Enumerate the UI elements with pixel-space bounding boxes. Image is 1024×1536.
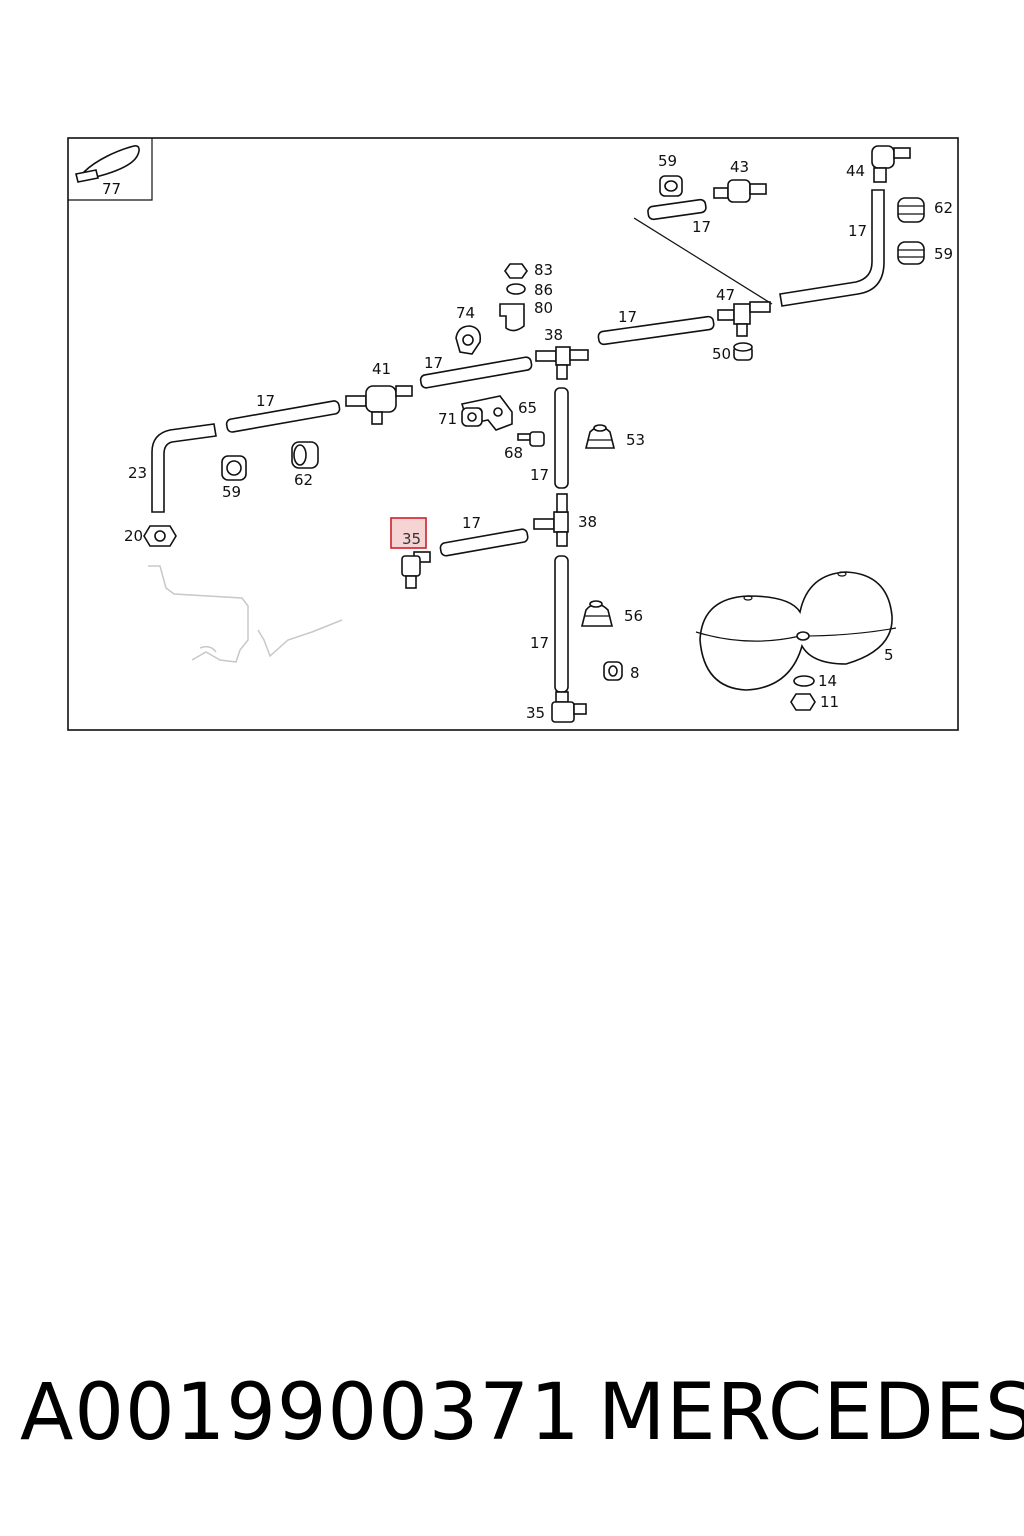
callout-74: 74 <box>456 304 475 322</box>
grommet-62-left <box>291 441 319 469</box>
callout-35-highlighted: 35 <box>402 530 421 548</box>
callout-20: 20 <box>124 527 143 545</box>
callout-44: 44 <box>846 162 865 180</box>
cable-tie-inset: 77 <box>68 138 153 201</box>
callout-77: 77 <box>102 180 121 198</box>
clip-74 <box>455 325 482 355</box>
part-number: A0019900371 <box>20 1368 581 1458</box>
washer-86 <box>506 283 526 295</box>
footer: A0019900371 MERCEDES <box>0 1368 1024 1478</box>
grommet-59-top <box>659 175 683 197</box>
callout-17-lower: 17 <box>462 514 481 532</box>
parts-diagram: 77 59 43 17 44 62 59 17 83 86 80 <box>67 137 959 731</box>
callout-8: 8 <box>630 664 640 682</box>
hose-17-short <box>647 198 707 221</box>
bracket-80 <box>499 303 525 332</box>
elbow-35-upper[interactable] <box>401 551 431 589</box>
bolt-68 <box>517 431 545 447</box>
callout-47: 47 <box>716 286 735 304</box>
diagram-frame <box>67 137 959 731</box>
hose-17-right-mid <box>597 315 715 346</box>
hose-17-bent-right <box>779 189 885 307</box>
hose-17-lower-horizontal <box>439 528 529 557</box>
callout-53: 53 <box>626 431 645 449</box>
callout-17-bent: 17 <box>848 222 867 240</box>
vehicle-outline-ghost <box>148 565 343 663</box>
callout-17-short: 17 <box>692 218 711 236</box>
callout-80: 80 <box>534 299 553 317</box>
callout-43: 43 <box>730 158 749 176</box>
valve-41 <box>345 385 413 425</box>
brand-name: MERCEDES <box>598 1368 1024 1458</box>
callout-59-right: 59 <box>934 245 953 263</box>
callout-59-left: 59 <box>222 483 241 501</box>
elbow-35-lower <box>551 691 587 723</box>
callout-86: 86 <box>534 281 553 299</box>
callout-50: 50 <box>712 345 731 363</box>
grommet-59-right <box>897 241 925 265</box>
callout-56: 56 <box>624 607 643 625</box>
elbow-44 <box>871 145 911 183</box>
callout-62-right: 62 <box>934 199 953 217</box>
callout-38-lower: 38 <box>578 513 597 531</box>
callout-17-center: 17 <box>424 354 443 372</box>
callout-11: 11 <box>820 693 839 711</box>
callout-17-vertical-lower: 17 <box>530 634 549 652</box>
leader-line <box>633 217 773 305</box>
boot-53 <box>584 424 616 449</box>
hose-23-bent-left <box>151 423 217 513</box>
nut-83 <box>504 263 528 279</box>
callout-71: 71 <box>438 410 457 428</box>
valve-43 <box>713 179 767 203</box>
callout-65: 65 <box>518 399 537 417</box>
callout-38-top: 38 <box>544 326 563 344</box>
nut-71 <box>461 407 483 427</box>
nut-20 <box>143 525 177 547</box>
callout-41: 41 <box>372 360 391 378</box>
boot-56 <box>580 600 614 627</box>
highlight-box-35[interactable] <box>390 517 427 549</box>
tee-38-lower <box>533 493 569 547</box>
grommet-59-left <box>221 455 247 481</box>
callout-68: 68 <box>504 444 523 462</box>
callout-59-top: 59 <box>658 152 677 170</box>
callout-14: 14 <box>818 672 837 690</box>
grommet-62-right <box>897 197 925 223</box>
callout-17-right-mid: 17 <box>618 308 637 326</box>
grommet-8 <box>603 661 623 681</box>
hose-17-vertical-lower <box>554 555 569 693</box>
reservoir-5 <box>695 571 897 691</box>
hose-17-vertical-upper <box>554 387 569 489</box>
callout-83: 83 <box>534 261 553 279</box>
hose-17-left <box>225 400 341 433</box>
callout-5: 5 <box>884 646 894 664</box>
callout-62-left: 62 <box>294 471 313 489</box>
callout-35-lower: 35 <box>526 704 545 722</box>
washer-14 <box>793 675 815 687</box>
hose-17-center <box>419 356 533 389</box>
callout-17-vertical-upper: 17 <box>530 466 549 484</box>
cap-50 <box>733 342 753 361</box>
tee-47 <box>717 301 771 337</box>
tee-38-top <box>535 346 589 380</box>
nut-11 <box>790 693 816 711</box>
highlight-35[interactable]: 35 <box>390 517 427 549</box>
callout-23: 23 <box>128 464 147 482</box>
callout-17-left: 17 <box>256 392 275 410</box>
